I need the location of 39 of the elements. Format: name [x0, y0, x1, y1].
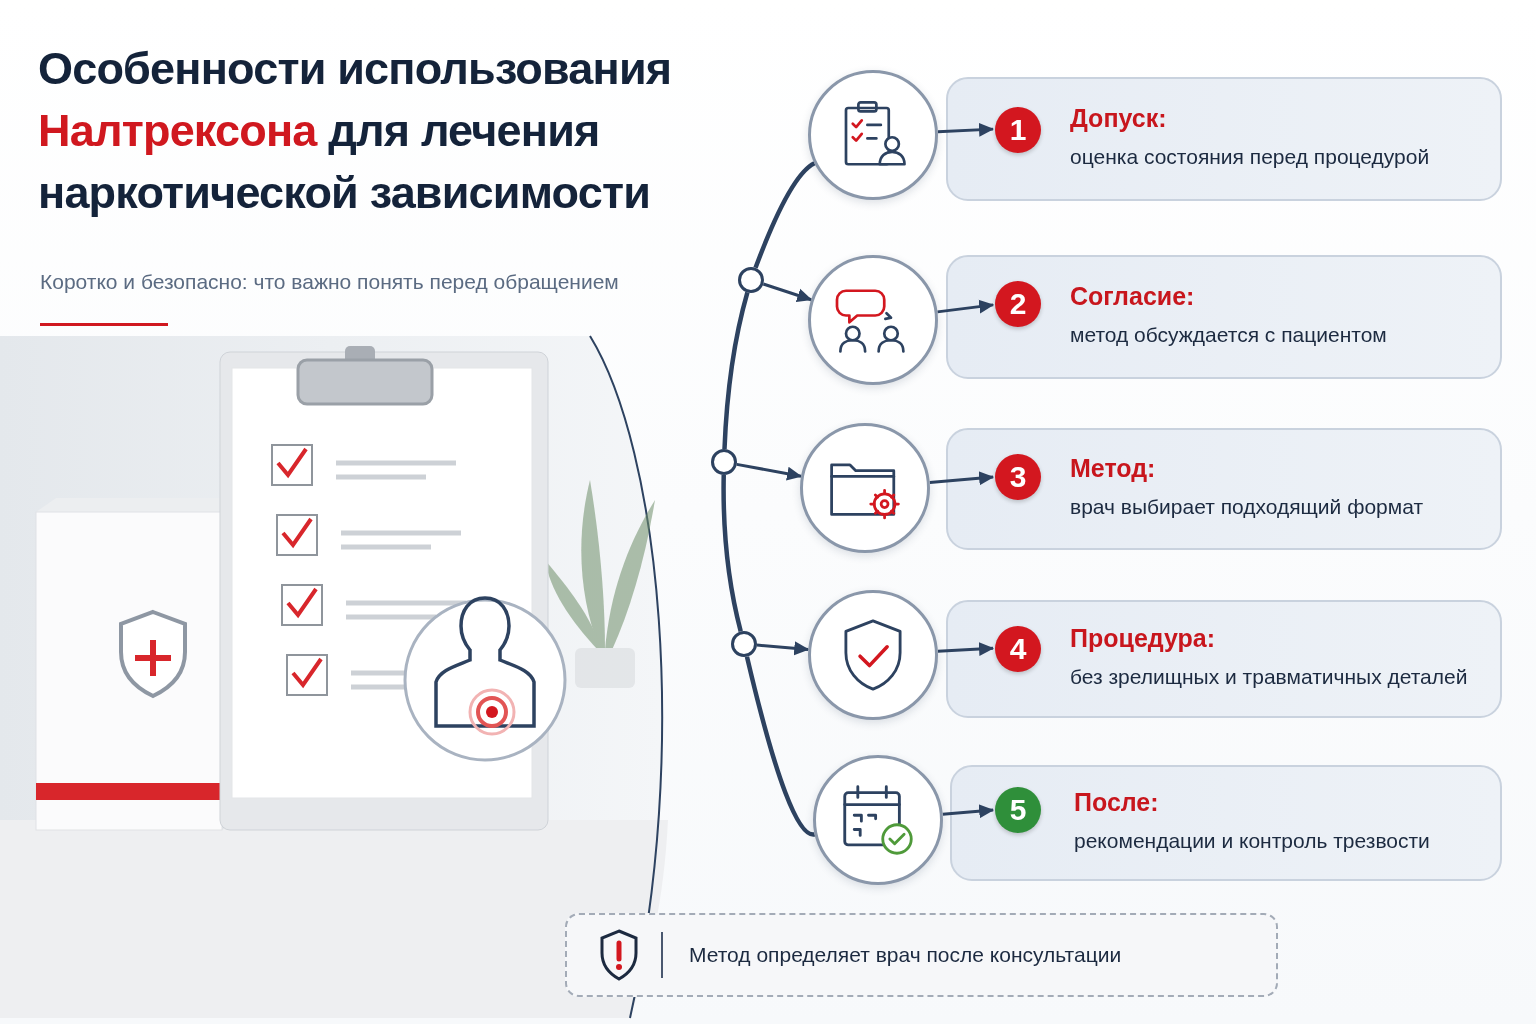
arrow — [937, 122, 995, 137]
step-description: без зрелищных и травматичных деталей — [1070, 664, 1469, 689]
arrow — [937, 642, 995, 657]
connector-line — [721, 474, 743, 632]
step-number-badge: 2 — [995, 281, 1041, 327]
connector-line — [753, 161, 816, 269]
step-description: оценка состояния перед процедурой — [1070, 144, 1431, 169]
connector-line — [744, 656, 815, 837]
step-description: врач выбирает подходящий формат — [1070, 494, 1425, 519]
step-card — [946, 77, 1502, 201]
step-card — [946, 600, 1502, 718]
arrow — [929, 471, 995, 486]
step-number-badge: 5 — [995, 787, 1041, 833]
arrow — [756, 641, 810, 656]
junction-dot — [731, 631, 757, 657]
junction-dot — [711, 449, 737, 475]
arrow — [762, 282, 813, 303]
step-heading: Метод: — [1070, 453, 1157, 483]
step-card — [946, 255, 1502, 379]
arrow — [937, 299, 995, 314]
step-number-badge: 4 — [995, 626, 1041, 672]
step-number-badge: 3 — [995, 454, 1041, 500]
connector-line — [722, 291, 750, 450]
note-box — [565, 913, 1278, 997]
arrow — [942, 804, 995, 819]
junction-dot — [738, 267, 764, 293]
arrow — [736, 462, 803, 481]
step-number-badge: 1 — [995, 107, 1041, 153]
step-description: рекомендации и контроль трезвости — [1074, 828, 1431, 853]
title: Особенности использования Налтрексона для лечения наркотической зависимости — [38, 42, 673, 221]
step-description: метод обсуждается с пациентом — [1070, 322, 1388, 347]
step-card — [950, 765, 1502, 881]
step-heading: Согласие: — [1070, 281, 1196, 311]
step-heading: После: — [1074, 787, 1160, 817]
step-card — [946, 428, 1502, 550]
step-heading: Процедура: — [1070, 623, 1217, 653]
note-text: Метод определяет врач после консультации — [689, 943, 1122, 967]
step-heading: Допуск: — [1070, 103, 1168, 133]
subtitle: Коротко и безопасно: что важно понять перед обращением — [40, 270, 620, 294]
